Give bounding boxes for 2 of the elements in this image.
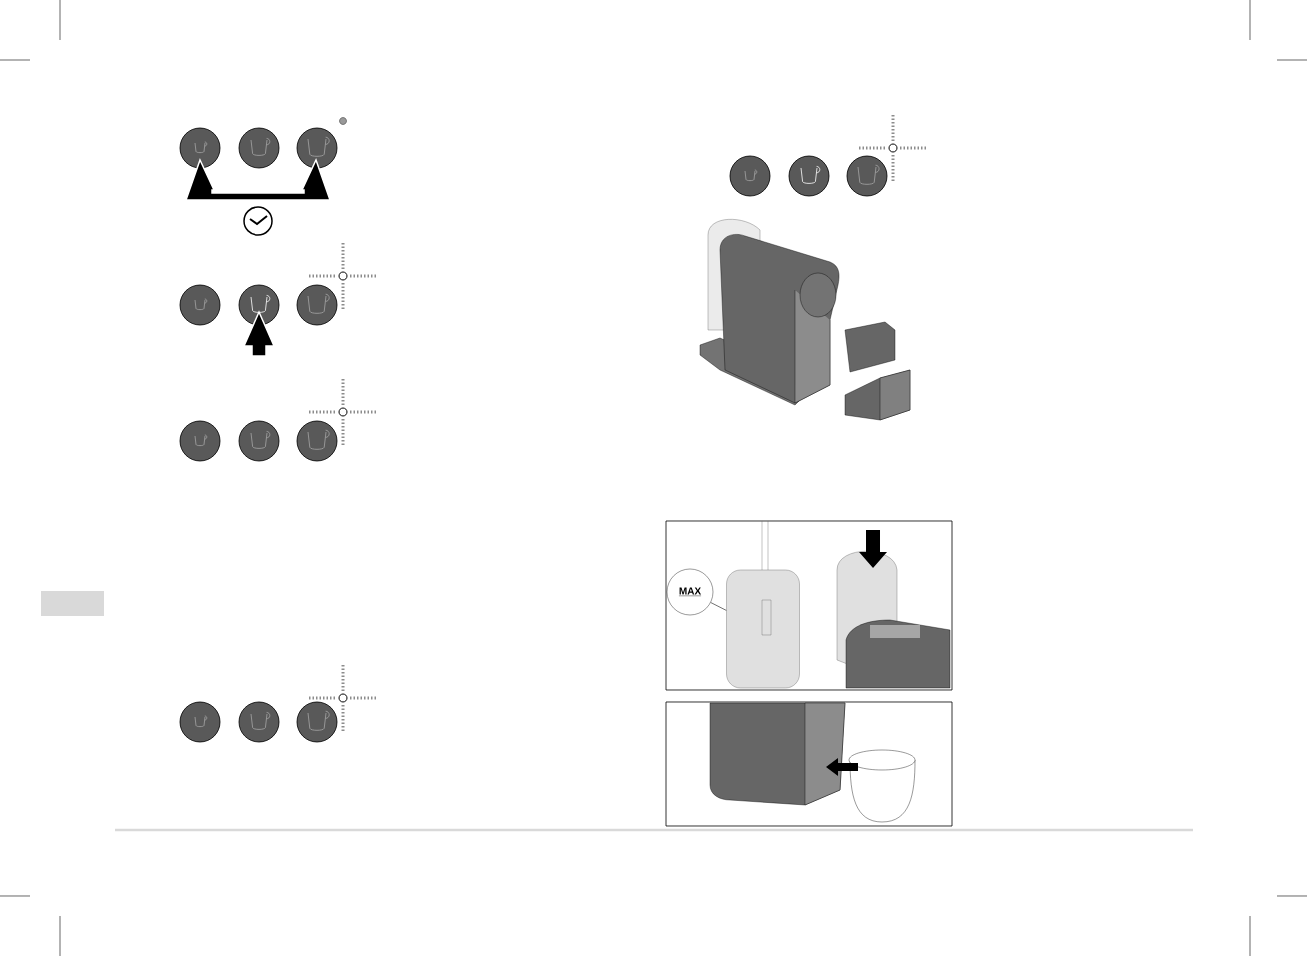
water-tank-drawing bbox=[726, 569, 800, 689]
leader-line bbox=[710, 602, 727, 611]
